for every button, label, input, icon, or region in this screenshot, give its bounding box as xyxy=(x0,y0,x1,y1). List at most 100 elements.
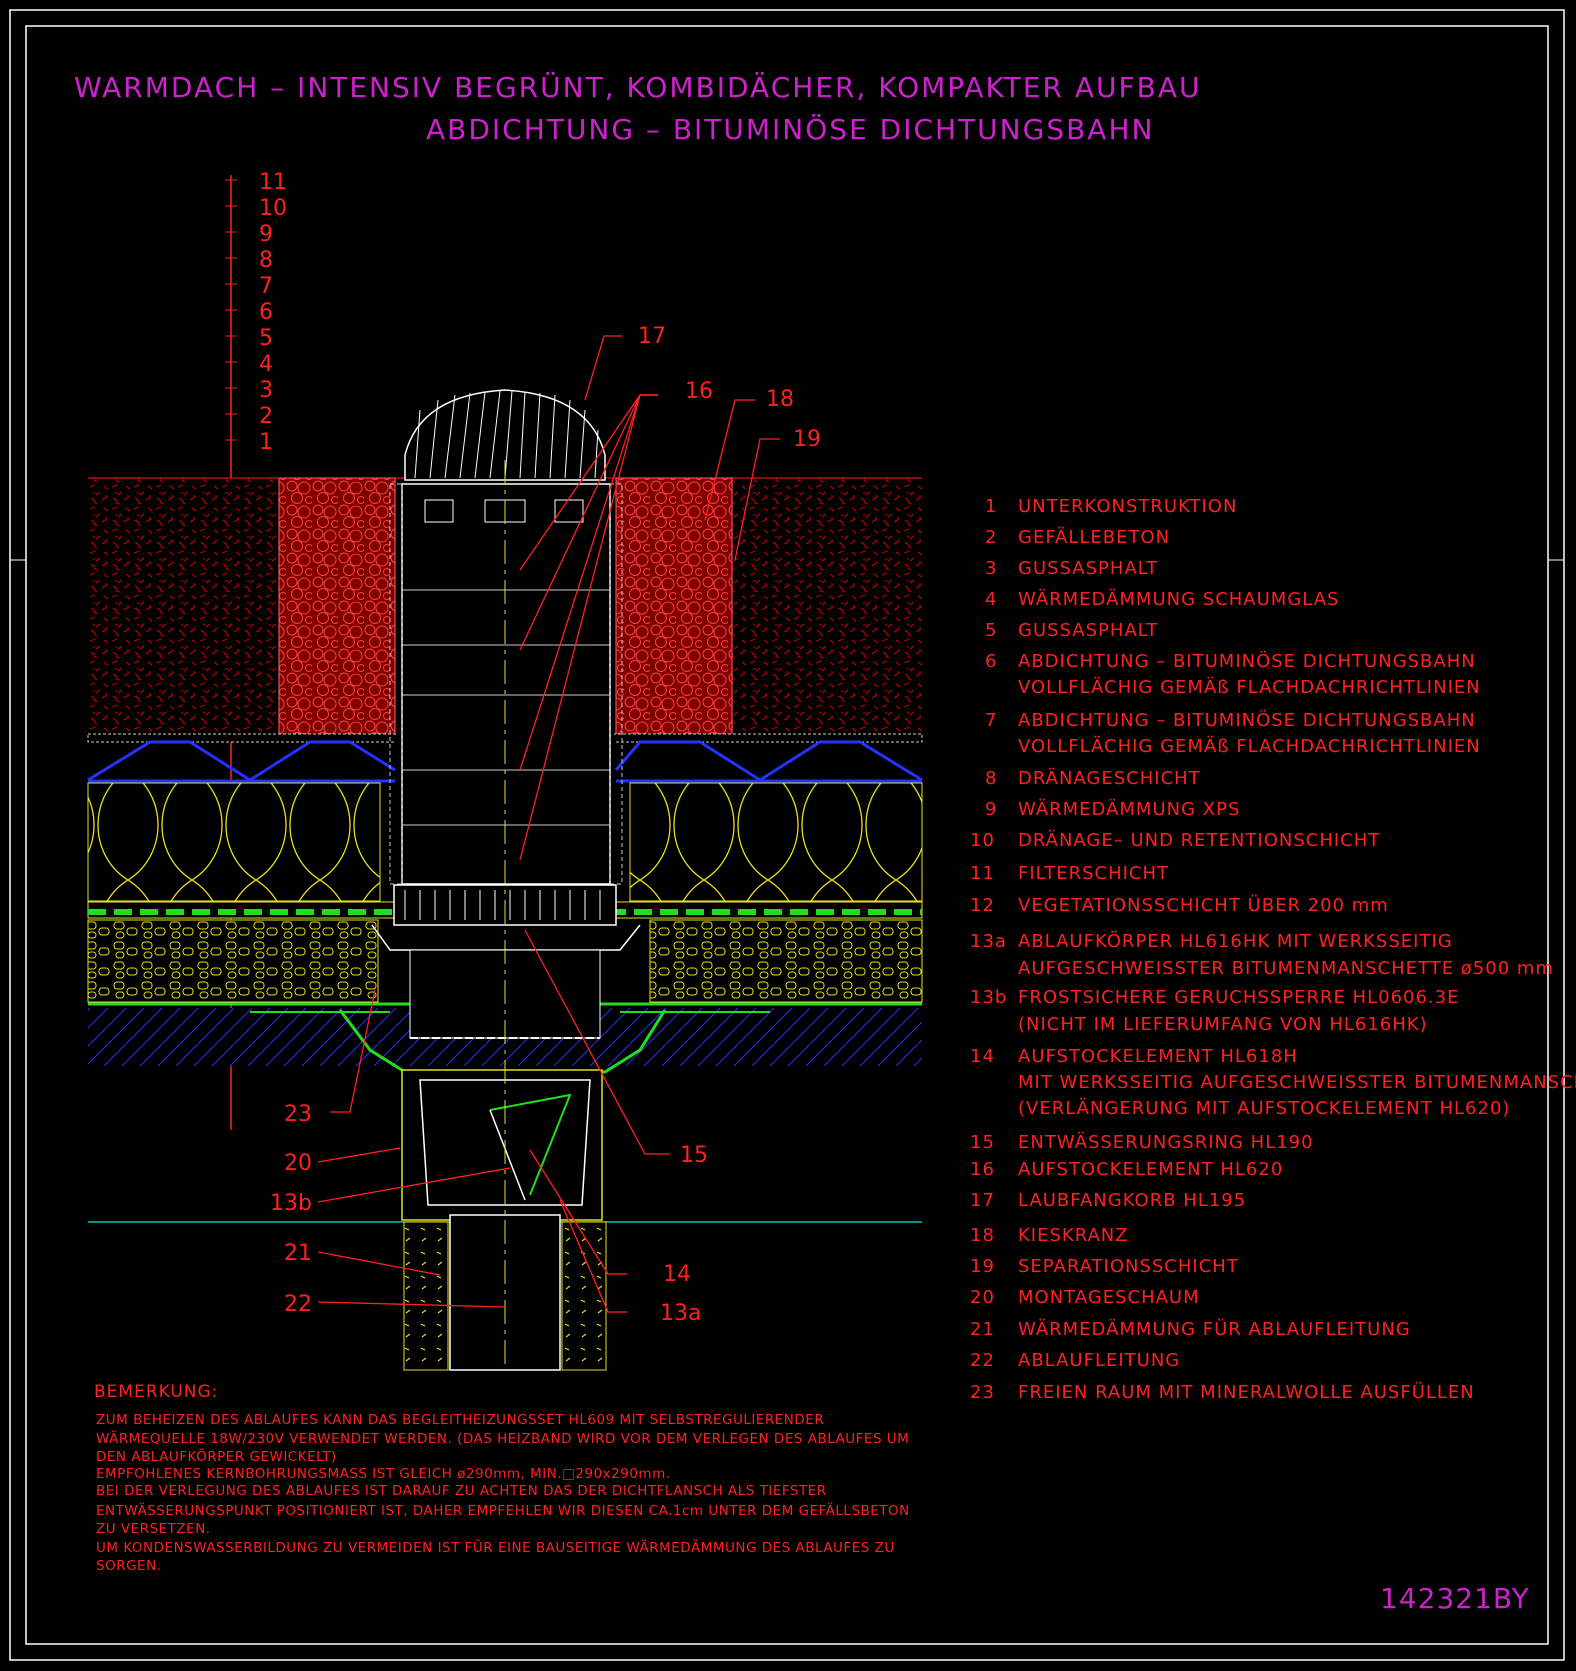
drainage-retention-layer xyxy=(87,740,923,783)
legend-item: 2 GEFÄLLEBETON xyxy=(985,527,1170,548)
remarks-line: ZUM BEHEIZEN DES ABLAUFES KANN DAS BEGLE… xyxy=(96,1412,824,1428)
legend-num: 22 xyxy=(970,1350,995,1371)
legend-num: 16 xyxy=(970,1159,995,1180)
legend-text: VOLLFLÄCHIG GEMÄß FLACHDACHRICHTLINIEN xyxy=(1018,736,1481,757)
scale-label-2: 2 xyxy=(259,404,273,429)
legend-item: 15 ENTWÄSSERUNGSRING HL190 xyxy=(970,1132,1314,1153)
legend-num: 20 xyxy=(970,1287,995,1308)
scale-label-4: 4 xyxy=(259,352,273,377)
legend-item: 21 WÄRMEDÄMMUNG FÜR ABLAUFLEITUNG xyxy=(970,1318,1411,1340)
legend-num: 6 xyxy=(985,651,997,672)
legend-text: KIESKRANZ xyxy=(1018,1225,1129,1246)
callout-14: 14 xyxy=(663,1262,691,1287)
scale-label-5: 5 xyxy=(259,326,273,351)
pipe-insulation-left xyxy=(403,1221,449,1371)
xps-insulation-left xyxy=(87,782,381,902)
legend-text: GEFÄLLEBETON xyxy=(1018,527,1170,548)
gravel-ring-left xyxy=(278,477,396,737)
legend-text: UNTERKONSTRUKTION xyxy=(1018,496,1237,517)
callout-13a: 13a xyxy=(660,1301,701,1326)
legend-num: 19 xyxy=(970,1256,995,1277)
callout-15: 15 xyxy=(680,1143,708,1168)
legend-text: DRÄNAGE– UND RETENTIONSCHICHT xyxy=(1018,830,1380,851)
legend-text: MIT WERKSSEITIG AUFGESCHWEISSTER BITUMEN… xyxy=(1018,1072,1576,1093)
legend-num: 9 xyxy=(985,799,997,820)
legend-text: FILTERSCHICHT xyxy=(1018,863,1169,884)
legend-item: 11 FILTERSCHICHT xyxy=(970,863,1169,884)
legend-num: 21 xyxy=(970,1319,995,1340)
scale-label-1: 1 xyxy=(259,430,273,455)
legend-num: 13b xyxy=(970,987,1007,1008)
remarks-heading: BEMERKUNG: xyxy=(94,1382,218,1402)
pipe-insulation-right xyxy=(561,1221,607,1371)
foamglass-insulation-left xyxy=(87,919,379,1003)
legend-num: 7 xyxy=(985,710,997,731)
legend-num: 11 xyxy=(970,863,995,884)
remarks-line: DEN ABLAUFKÖRPER GEWICKELT) xyxy=(96,1447,337,1465)
callout-22: 22 xyxy=(284,1292,312,1317)
foamglass-insulation-right xyxy=(649,919,923,1003)
scale-label-6: 6 xyxy=(259,300,273,325)
legend-text: ABLAUFKÖRPER HL616HK MIT WERKSSEITIG xyxy=(1018,930,1453,952)
callout-23: 23 xyxy=(284,1102,312,1127)
legend-num: 23 xyxy=(970,1382,995,1403)
remarks-line: WÄRMEQUELLE 18W/230V VERWENDET WERDEN. (… xyxy=(96,1429,909,1447)
legend-num: 12 xyxy=(970,895,995,916)
scale-label-3: 3 xyxy=(259,378,273,403)
legend-num: 15 xyxy=(970,1132,995,1153)
legend-text: DRÄNAGESCHICHT xyxy=(1018,768,1201,789)
legend-text: GUSSASPHALT xyxy=(1018,558,1158,579)
legend-num: 14 xyxy=(970,1046,995,1067)
xps-insulation-right xyxy=(629,782,923,902)
drawing-title-line1: WARMDACH – INTENSIV BEGRÜNT, KOMBIDÄCHER… xyxy=(74,70,1202,104)
legend-item: 19 SEPARATIONSSCHICHT xyxy=(970,1256,1239,1277)
legend-text: ENTWÄSSERUNGSRING HL190 xyxy=(1018,1132,1314,1153)
legend-item: 18 KIESKRANZ xyxy=(970,1225,1129,1246)
legend-text: WÄRMEDÄMMUNG XPS xyxy=(1018,799,1240,820)
legend-num: 5 xyxy=(985,620,997,641)
legend-item: 20 MONTAGESCHAUM xyxy=(970,1287,1200,1308)
legend-text: SEPARATIONSSCHICHT xyxy=(1018,1256,1239,1277)
scale-label-11: 11 xyxy=(259,170,287,195)
legend-text: AUFGESCHWEISSTER BITUMENMANSCHETTE ø500 … xyxy=(1018,958,1554,979)
legend-item: 17 LAUBFANGKORB HL195 xyxy=(970,1190,1246,1211)
legend-text: WÄRMEDÄMMUNG SCHAUMGLAS xyxy=(1018,589,1339,610)
callout-17: 17 xyxy=(638,324,666,349)
legend-text: ABDICHTUNG – BITUMINÖSE DICHTUNGSBAHN xyxy=(1018,650,1476,672)
callout-18: 18 xyxy=(766,387,794,412)
legend-text: GUSSASPHALT xyxy=(1018,620,1158,641)
scale-label-8: 8 xyxy=(259,248,273,273)
legend-text: MONTAGESCHAUM xyxy=(1018,1287,1200,1308)
legend-num: 17 xyxy=(970,1190,995,1211)
legend-item: 9 WÄRMEDÄMMUNG XPS xyxy=(985,799,1240,820)
frost-proof-odour-trap xyxy=(419,1079,591,1206)
legend-text: LAUBFANGKORB HL195 xyxy=(1018,1190,1246,1211)
scale-label-9: 9 xyxy=(259,222,273,247)
legend-num: 2 xyxy=(985,527,997,548)
remarks-line: ZU VERSETZEN. xyxy=(96,1521,211,1537)
legend-text: WÄRMEDÄMMUNG FÜR ABLAUFLEITUNG xyxy=(1018,1318,1411,1340)
drawing-number: 142321BY xyxy=(1380,1582,1530,1615)
remarks-line: BEI DER VERLEGUNG DES ABLAUFES IST DARAU… xyxy=(96,1483,827,1499)
legend-item: 1 UNTERKONSTRUKTION xyxy=(985,496,1237,517)
callout-16: 16 xyxy=(685,379,713,404)
remarks-line: ENTWÄSSERUNGSPUNKT POSITIONIERT IST, DAH… xyxy=(96,1501,910,1519)
gravel-ring-right xyxy=(615,477,733,737)
legend-text: (NICHT IM LIEFERUMFANG VON HL616HK) xyxy=(1018,1014,1428,1035)
legend-item: 5 GUSSASPHALT xyxy=(985,620,1158,641)
legend-num: 18 xyxy=(970,1225,995,1246)
legend-num: 1 xyxy=(985,496,997,517)
legend-text: ABLAUFLEITUNG xyxy=(1018,1350,1180,1371)
legend-num: 4 xyxy=(985,589,997,610)
callout-19: 19 xyxy=(793,427,821,452)
legend-text: VOLLFLÄCHIG GEMÄß FLACHDACHRICHTLINIEN xyxy=(1018,677,1481,698)
scale-label-7: 7 xyxy=(259,274,273,299)
